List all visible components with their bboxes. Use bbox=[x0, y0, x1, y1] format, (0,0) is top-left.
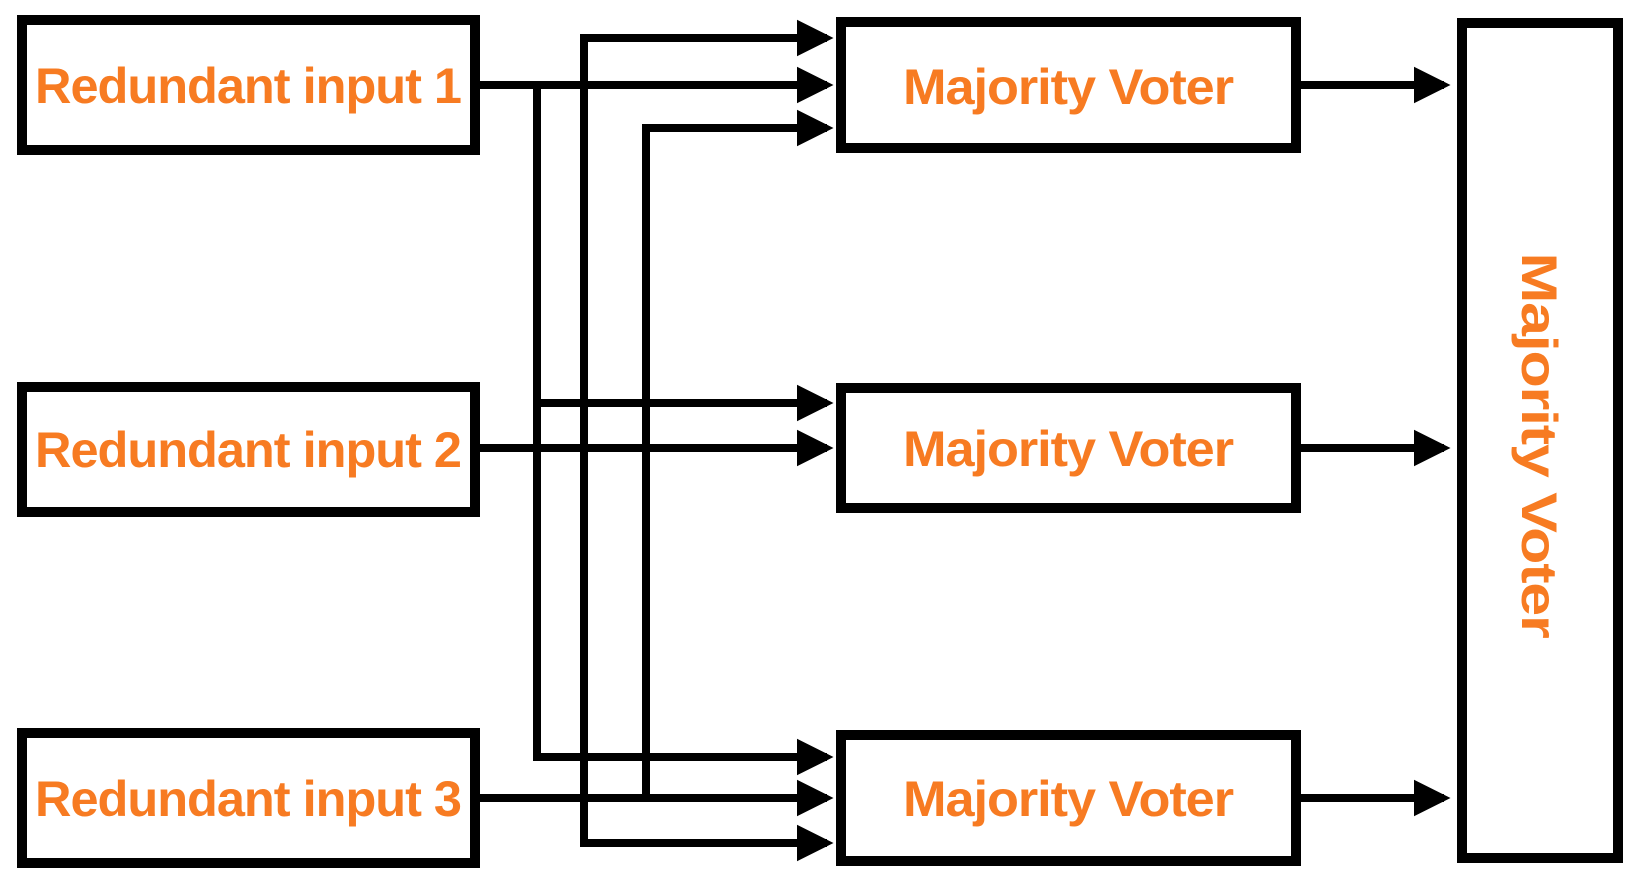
node-box bbox=[836, 730, 1301, 866]
edges bbox=[480, 19, 1451, 862]
node-box bbox=[1457, 18, 1623, 863]
node-final-majority-voter: Majority Voter bbox=[1457, 18, 1623, 863]
node-redundant-input-1: Redundant input 1 bbox=[17, 15, 480, 155]
edge-input1-voter3 bbox=[533, 85, 834, 776]
node-majority-voter-1: Majority Voter bbox=[836, 17, 1301, 153]
node-label: Redundant input 3 bbox=[35, 771, 461, 827]
nodes: Redundant input 1 Redundant input 2 Redu… bbox=[17, 15, 1623, 868]
node-majority-voter-2: Majority Voter bbox=[836, 383, 1301, 513]
node-label: Majority Voter bbox=[903, 421, 1234, 477]
edge-input3-voter1 bbox=[642, 109, 834, 798]
node-label: Redundant input 2 bbox=[35, 422, 461, 478]
node-redundant-input-3: Redundant input 3 bbox=[17, 728, 480, 868]
node-label-vertical: Majority Voter bbox=[1511, 253, 1567, 639]
node-label: Majority Voter bbox=[903, 771, 1234, 827]
node-majority-voter-3: Majority Voter bbox=[836, 730, 1301, 866]
node-label: Redundant input 1 bbox=[35, 58, 461, 114]
node-label: Majority Voter bbox=[903, 59, 1234, 115]
edge-input2-voter1 bbox=[580, 19, 834, 448]
node-redundant-input-2: Redundant input 2 bbox=[17, 382, 480, 517]
node-box bbox=[17, 382, 480, 517]
node-box bbox=[836, 17, 1301, 153]
node-box bbox=[17, 15, 480, 155]
edge-input2-voter3 bbox=[580, 448, 834, 862]
node-box bbox=[836, 383, 1301, 513]
node-box bbox=[17, 728, 480, 868]
